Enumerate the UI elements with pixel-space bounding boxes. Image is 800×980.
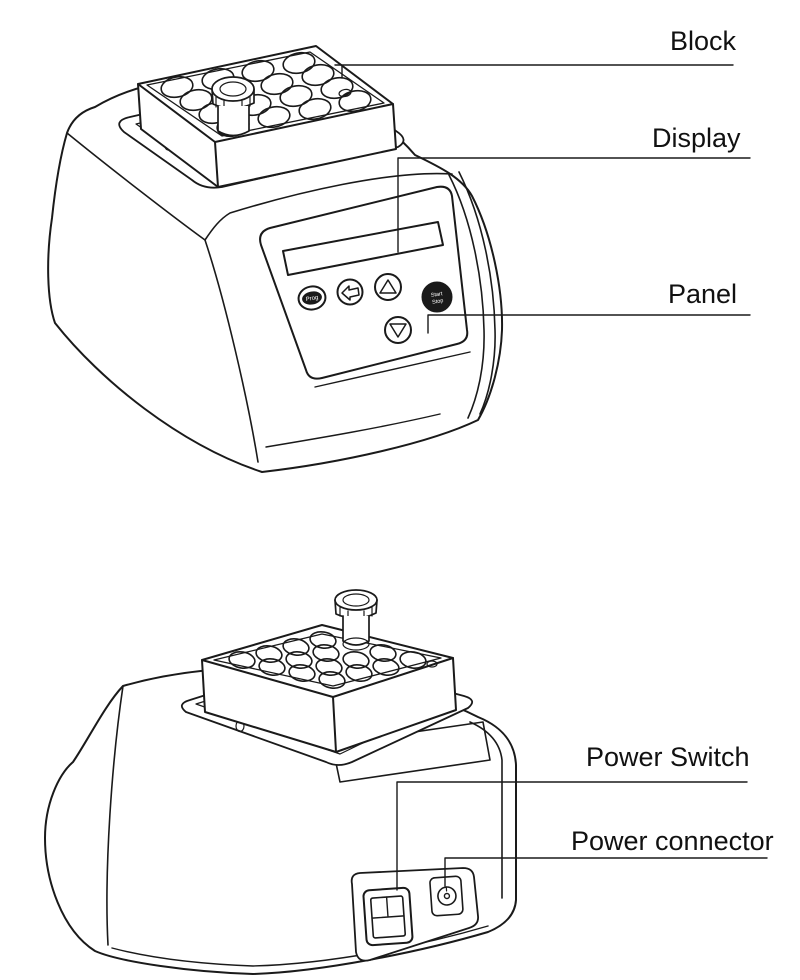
tube-cap [211, 76, 255, 102]
display-callout-label: Display [652, 123, 741, 153]
power-switch-callout-label: Power Switch [586, 742, 750, 772]
panel-leader-line [427, 314, 751, 334]
start-stop-label-1: Start [430, 291, 443, 299]
power-connector [429, 875, 464, 917]
start-stop-label-2: Stop [432, 298, 444, 306]
vent-hole [338, 88, 352, 98]
tube-cap-rear [334, 589, 378, 611]
rear-view-leaders [396, 781, 768, 891]
front-view-leaders [334, 64, 751, 334]
heating-block-rim [146, 51, 385, 137]
up-triangle-icon [379, 279, 397, 294]
prog-button-label: Prog [305, 295, 319, 303]
keypad: Prog Start Stop [297, 273, 453, 344]
body-crease-right-2 [458, 171, 496, 415]
power-switch-leader-line [396, 781, 748, 891]
front-view-figure: Prog Start Stop [47, 45, 751, 473]
body-crease-left [66, 132, 206, 241]
rear-crease-right [469, 721, 503, 899]
body-crease-top [204, 172, 453, 241]
heating-block-edges [137, 83, 394, 188]
prog-button: Prog [297, 285, 327, 311]
panel-underline-seam [314, 351, 471, 388]
heating-block-rear [201, 624, 457, 753]
down-triangle-icon [389, 323, 407, 338]
power-connector-leader-line [444, 857, 768, 887]
start-stop-button: Start Stop [421, 281, 453, 313]
sample-tube [211, 76, 255, 137]
rear-view-figure [44, 589, 768, 975]
body-crease-front [204, 239, 259, 463]
enter-button [336, 278, 364, 306]
rear-crease-left [106, 685, 124, 946]
display-leader-line [397, 157, 751, 253]
rear-plate [331, 721, 491, 783]
display-screen [282, 221, 444, 276]
up-button [374, 273, 402, 301]
sample-tube-rear [334, 589, 378, 651]
body-crease-right-1 [448, 174, 485, 419]
power-switch [362, 886, 414, 947]
panel-callout-label: Panel [668, 279, 738, 309]
base-seam [265, 413, 441, 448]
down-button [384, 316, 412, 344]
block-leader-line [334, 64, 734, 79]
back-arrow-icon [341, 285, 360, 301]
heating-block-rear-holes [228, 631, 438, 689]
heating-block-rear-edges [201, 657, 454, 753]
vent-hole-rear [426, 660, 438, 668]
power-connector-callout-label: Power connector [571, 826, 774, 856]
block-callout-label: Block [670, 26, 737, 56]
